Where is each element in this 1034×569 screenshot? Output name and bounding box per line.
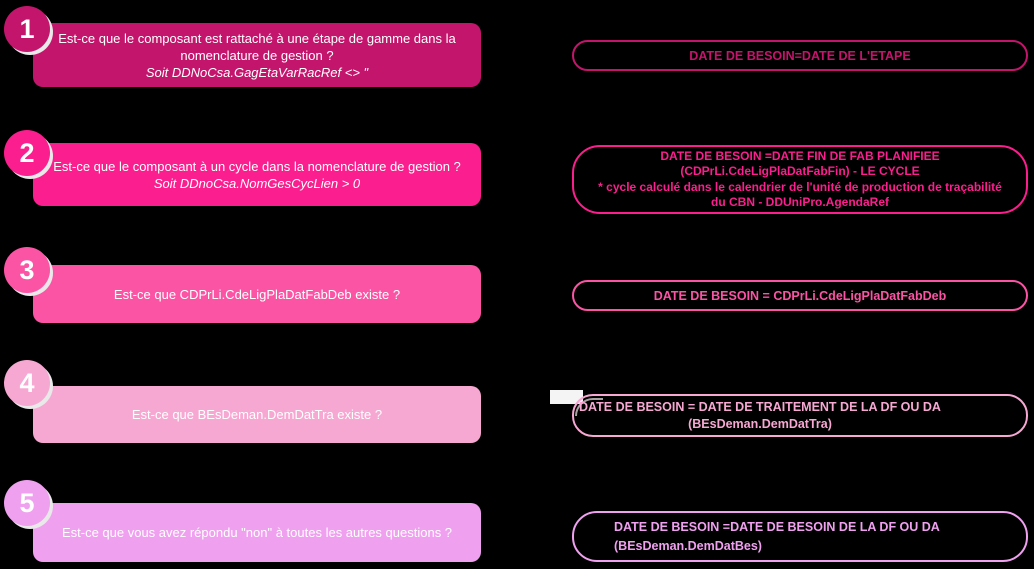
question-4-line-1: Est-ce que BEsDeman.DemDatTra existe ? <box>131 407 383 422</box>
answer-4-line-1: DATE DE BESOIN = DATE DE TRAITEMENT DE L… <box>579 399 941 414</box>
white-smudge-artifact <box>550 390 583 404</box>
question-1-line-2: nomenclature de gestion ? <box>180 47 334 63</box>
question-box-2: Est-ce que le composant à un cycle dans … <box>33 143 481 206</box>
answer-4-line-2: (BEsDeman.DemDatTra) <box>688 416 832 431</box>
step-3-badge: 3 <box>4 247 50 293</box>
step-2-badge: 2 <box>4 130 50 176</box>
question-box-1: Est-ce que le composant est rattaché à u… <box>33 23 481 87</box>
question-box-3: Est-ce que CDPrLi.CdeLigPlaDatFabDeb exi… <box>33 265 481 323</box>
step-4-badge: 4 <box>4 360 50 406</box>
question-2-formula: Soit DDnoCsa.NomGesCycLien > 0 <box>153 175 361 191</box>
answer-pill-5: DATE DE BESOIN =DATE DE BESOIN DE LA DF … <box>572 511 1028 562</box>
question-5-line-1: Est-ce que vous avez répondu "non" à tou… <box>61 525 453 540</box>
step-1-number: 1 <box>19 13 35 44</box>
answer-pill-1: DATE DE BESOIN=DATE DE L'ETAPE <box>572 40 1028 71</box>
answer-5-line-1: DATE DE BESOIN =DATE DE BESOIN DE LA DF … <box>614 519 940 534</box>
step-4-number: 4 <box>19 367 35 398</box>
step-1-badge: 1 <box>4 6 50 52</box>
step-2-number: 2 <box>19 137 35 168</box>
question-3-line-1: Est-ce que CDPrLi.CdeLigPlaDatFabDeb exi… <box>113 286 401 302</box>
answer-3-line-1: DATE DE BESOIN = CDPrLi.CdeLigPlaDatFabD… <box>653 288 947 303</box>
answer-2-line-1: DATE DE BESOIN =DATE FIN DE FAB PLANIFIE… <box>660 148 940 163</box>
step-5-badge: 5 <box>4 480 50 526</box>
question-1-line-1: Est-ce que le composant est rattaché à u… <box>58 30 456 46</box>
answer-pill-4: DATE DE BESOIN = DATE DE TRAITEMENT DE L… <box>572 394 1028 437</box>
step-3-number: 3 <box>19 254 35 285</box>
answer-2-line-3: * cycle calculé dans le calendrier de l'… <box>598 179 1002 194</box>
question-box-4: Est-ce que BEsDeman.DemDatTra existe ? <box>33 386 481 443</box>
answer-pill-2: DATE DE BESOIN =DATE FIN DE FAB PLANIFIE… <box>572 145 1028 214</box>
answer-2-line-2: (CDPrLi.CdeLigPlaDatFabFin) - LE CYCLE <box>680 164 920 178</box>
question-1-formula: Soit DDNoCsa.GagEtaVarRacRef <> " <box>145 64 369 80</box>
answer-2-line-4: du CBN - DDUniPro.AgendaRef <box>711 195 889 209</box>
answer-1-line-1: DATE DE BESOIN=DATE DE L'ETAPE <box>689 48 911 63</box>
answer-pill-3: DATE DE BESOIN = CDPrLi.CdeLigPlaDatFabD… <box>572 280 1028 311</box>
step-5-number: 5 <box>19 487 35 518</box>
question-box-5: Est-ce que vous avez répondu "non" à tou… <box>33 503 481 562</box>
question-2-line-1: Est-ce que le composant à un cycle dans … <box>53 158 461 174</box>
answer-5-line-2: (BEsDeman.DemDatBes) <box>614 538 762 553</box>
